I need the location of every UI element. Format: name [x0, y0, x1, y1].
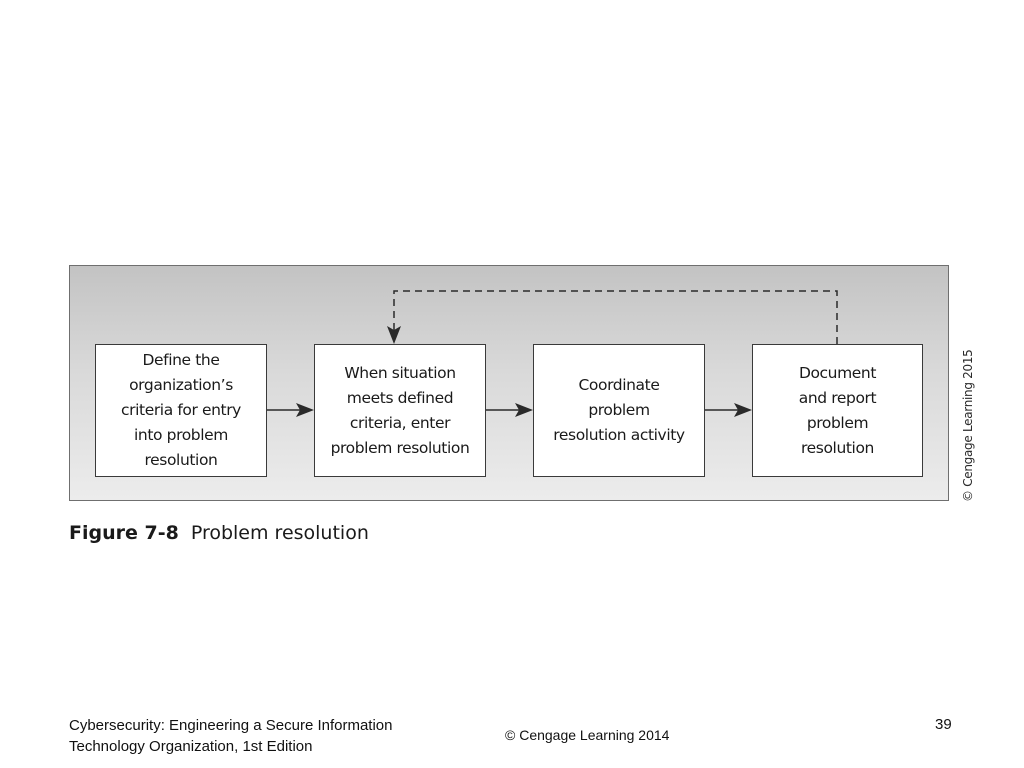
step-text-line: resolution [144, 451, 218, 469]
step-box-coordinate-activity: Coordinate problem resolution activity [533, 344, 705, 477]
step-text-line: organization’s [129, 376, 233, 394]
step-text-line: problem [806, 413, 869, 432]
step-text-line: criteria, enter [349, 413, 451, 432]
step-text-line: problem resolution [330, 438, 470, 457]
step-text-line: meets defined [346, 388, 454, 407]
step-text-line: Coordinate [578, 376, 660, 394]
figure-caption: Figure 7-8 Problem resolution [69, 522, 369, 544]
step-box-enter-resolution: When situation meets defined criteria, e… [314, 344, 486, 477]
footer-copyright: © Cengage Learning 2014 [505, 727, 670, 743]
step-text-line: resolution [801, 438, 874, 457]
step-text-line: resolution activity [553, 426, 685, 444]
step-text-line: Define the [142, 351, 220, 369]
step-text-line: problem [588, 401, 650, 419]
figure-number: Figure 7-8 [69, 522, 179, 544]
arrowhead-step3 [515, 403, 533, 417]
footer-book-title-line: Cybersecurity: Engineering a Secure Info… [69, 717, 393, 734]
step-box-document-report: Document and report problem resolution [752, 344, 923, 477]
step-text-line: criteria for entry [121, 401, 241, 419]
step-text-line: When situation [344, 363, 456, 382]
step-text-line: Document [798, 363, 877, 382]
arrowhead-step2 [296, 403, 314, 417]
figure-copyright-credit: © Cengage Learning 2015 [961, 349, 975, 502]
step-text-line: into problem [134, 426, 228, 444]
arrowhead-feedback [387, 326, 401, 344]
step-text-line: and report [798, 388, 877, 407]
figure-title: Problem resolution [190, 522, 369, 544]
step-box-define-criteria: Define the organization’s criteria for e… [95, 344, 267, 477]
footer-book-title: Cybersecurity: Engineering a Secure Info… [69, 715, 393, 757]
slide-number: 39 [935, 716, 952, 733]
arrowhead-step4 [734, 403, 752, 417]
footer-book-title-line: Technology Organization, 1st Edition [69, 738, 313, 755]
feedback-loop-dashed [393, 290, 838, 344]
